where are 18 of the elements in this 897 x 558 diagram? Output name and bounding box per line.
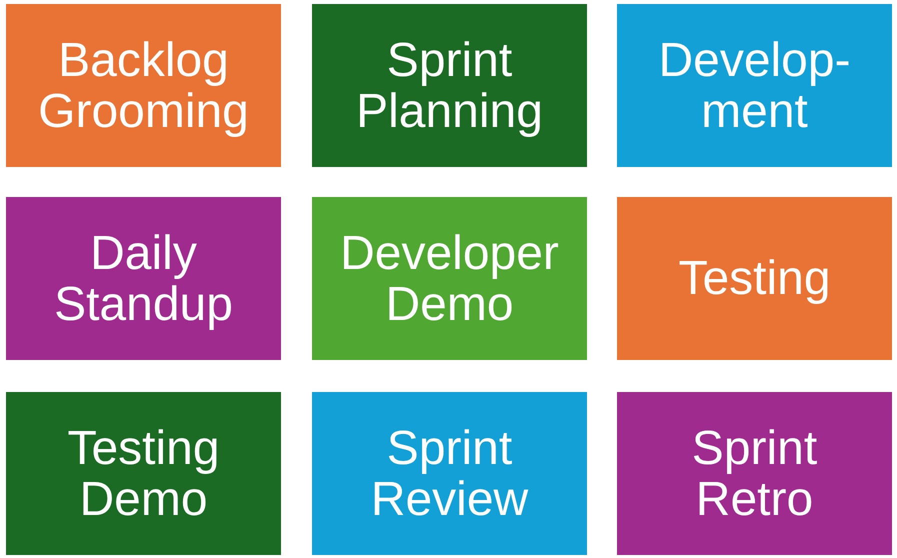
tile-label: Develop- ment [658,34,851,136]
activity-tile [617,392,892,555]
tile-label: Sprint Planning [356,34,543,136]
tile-label: Backlog Grooming [38,34,249,136]
tile-label: Testing Demo [67,422,220,524]
tile-label: Sprint Review [370,422,528,524]
tile-label: Sprint Retro [692,422,818,524]
activity-tile [312,4,587,167]
activity-tile [6,197,281,360]
activity-tile [617,4,892,167]
activity-tile [312,197,587,360]
activity-tile [6,4,281,167]
tile-label: Developer Demo [340,228,559,330]
activity-tile [617,197,892,360]
tile-label: Testing [678,253,831,304]
activity-tile [6,392,281,555]
activity-tile [312,392,587,555]
tile-label: Daily Standup [54,228,233,330]
